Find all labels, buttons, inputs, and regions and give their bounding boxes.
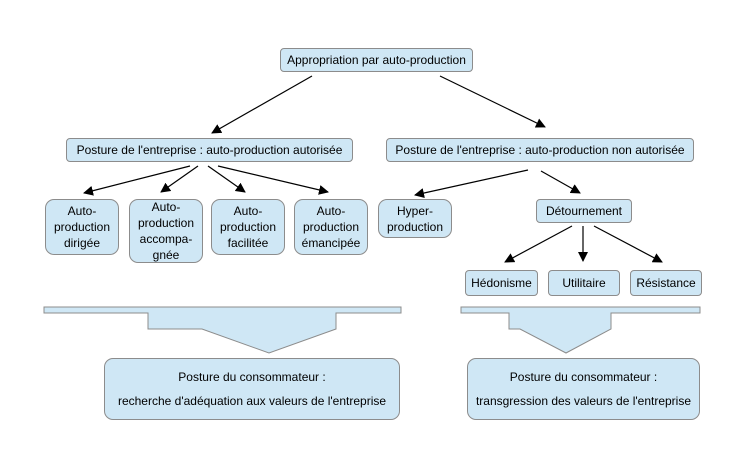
hedonisme-node: Hédonisme [465, 270, 538, 296]
utilitaire-node: Utilitaire [548, 270, 620, 296]
left-consumer-title: Posture du consommateur : [178, 369, 326, 384]
arrow-to-item-emancipee [217, 165, 329, 195]
detournement-node: Détournement [536, 199, 632, 223]
right-consumer-title: Posture du consommateur : [509, 369, 658, 384]
arrow-to-resistance [593, 225, 663, 263]
arrow-to-hyper [414, 169, 529, 198]
arrow-to-item-dirigee [83, 165, 191, 196]
right-header-node: Posture de l'entreprise : auto-productio… [386, 138, 694, 162]
arrow-to-hedonisme [504, 225, 573, 263]
item-emancipee: Auto- production émancipée [294, 199, 368, 255]
resistance-node: Résistance [630, 270, 702, 296]
left-header-node: Posture de l'entreprise : auto-productio… [66, 138, 353, 162]
right-consumer-posture: Posture du consommateur : transgression … [467, 358, 700, 420]
right-consumer-text: transgression des valeurs de l'entrepris… [475, 393, 692, 408]
block-arrow-right [460, 306, 701, 354]
arrow-to-detour [540, 170, 581, 194]
left-consumer-text: recherche d'adéquation aux valeurs de l'… [117, 393, 387, 408]
left-consumer-posture: Posture du consommateur : recherche d'ad… [104, 358, 400, 420]
arrow-to-item-accompagnee [160, 165, 199, 193]
item-accompagnee: Auto- production accompa- gnée [129, 199, 203, 263]
arrow-root-to-right-header [439, 75, 546, 128]
item-dirigee: Auto- production dirigée [45, 199, 119, 255]
block-arrow-left [43, 306, 402, 354]
item-hyper-production: Hyper- production [378, 199, 452, 238]
arrow-to-item-facilitee [207, 165, 246, 193]
arrow-root-to-left-header [211, 75, 313, 134]
item-facilitee: Auto- production facilitée [211, 199, 285, 255]
root-node: Appropriation par auto-production [280, 48, 473, 72]
